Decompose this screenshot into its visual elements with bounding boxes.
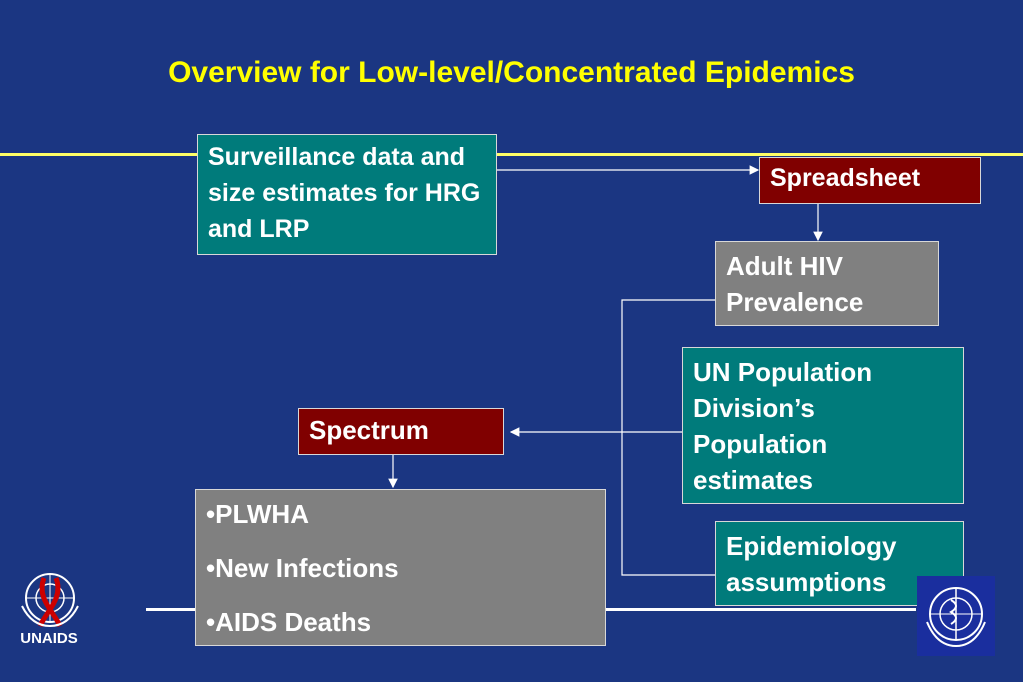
adult-hiv-box: Adult HIV Prevalence — [715, 241, 939, 326]
output-aids-deaths: •AIDS Deaths — [206, 607, 372, 637]
spreadsheet-box: Spreadsheet — [759, 157, 981, 204]
un-emblem-icon — [917, 576, 995, 656]
outputs-box: •PLWHA •New Infections •AIDS Deaths — [195, 489, 606, 646]
output-new-infections: •New Infections — [206, 553, 399, 583]
surveillance-box: Surveillance data and size estimates for… — [197, 134, 497, 255]
unaids-label: UNAIDS — [20, 630, 78, 647]
spectrum-box: Spectrum — [298, 408, 504, 455]
page-title: Overview for Low-level/Concentrated Epid… — [168, 56, 855, 89]
un-population-box: UN Population Division’s Population esti… — [682, 347, 964, 504]
top-rule-right — [496, 153, 1023, 156]
output-plwha: •PLWHA — [206, 499, 309, 529]
top-rule-left — [0, 153, 198, 156]
unaids-logo-icon — [21, 573, 79, 628]
bracket-line — [621, 299, 715, 576]
